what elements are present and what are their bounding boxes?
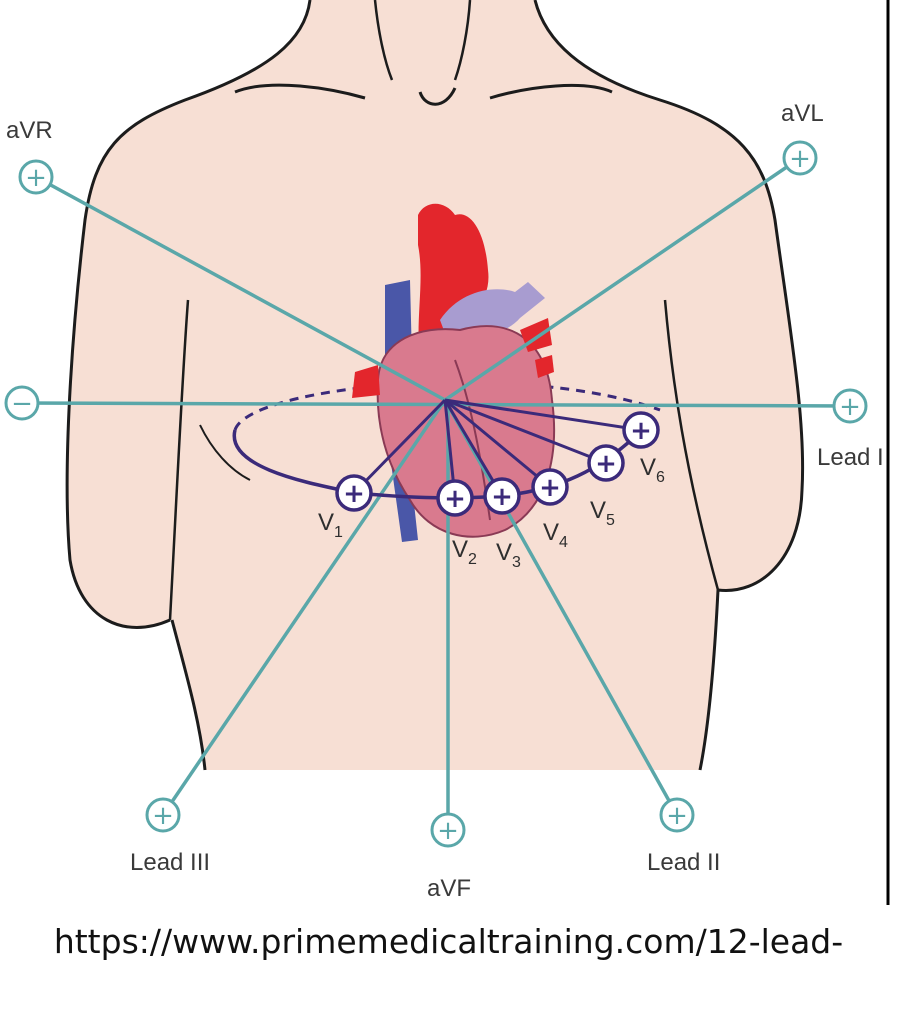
- v3-label-letter: V: [496, 539, 512, 566]
- v1-label-letter: V: [318, 509, 334, 536]
- lead-iii-electrode: +: [145, 797, 181, 833]
- lead-ii-label: Lead II: [647, 849, 720, 876]
- lead-ii-axis: [443, 399, 679, 816]
- v4-label: V4: [543, 519, 568, 551]
- lead-i-axis: [21, 401, 851, 408]
- lead-ii-electrode-sign: +: [666, 801, 688, 831]
- v4-electrode-sign: +: [539, 473, 561, 503]
- v5-electrode-sign: +: [595, 449, 617, 479]
- avf-label: aVF: [427, 875, 471, 902]
- lead-iii-axis: [161, 399, 447, 816]
- lead-i-negative-sign: −: [11, 389, 33, 419]
- lead-i-label: Lead I: [817, 444, 884, 471]
- neck-right: [453, 0, 472, 81]
- v4-electrode: +: [531, 468, 569, 506]
- v1-label: V1: [318, 509, 343, 541]
- precordial-electrodes: + + + + + +: [335, 411, 660, 517]
- avl-label: aVL: [781, 100, 824, 127]
- avl-electrode: +: [782, 140, 818, 176]
- v1-electrode-sign: +: [343, 479, 365, 509]
- v3-electrode: +: [483, 477, 521, 515]
- avf-electrode: +: [430, 812, 466, 848]
- v6-electrode: +: [622, 411, 660, 449]
- right-clavicle: [489, 84, 613, 100]
- v2-label-sub: 2: [468, 551, 477, 568]
- v3-electrode-sign: +: [491, 482, 513, 512]
- v4-label-sub: 4: [559, 534, 568, 551]
- left-pec-crease: [199, 424, 251, 481]
- v1-label-sub: 1: [334, 524, 343, 541]
- lead-i-electrode: +: [832, 388, 868, 424]
- v5-electrode: +: [587, 444, 625, 482]
- v2-label: V2: [452, 536, 477, 568]
- v2-electrode: +: [436, 479, 474, 517]
- v3-label-sub: 3: [512, 554, 521, 571]
- torso-outline: [65, 0, 805, 771]
- precordial-spokes: [352, 398, 642, 499]
- v5-label: V5: [590, 497, 615, 529]
- v5-label-letter: V: [590, 497, 606, 524]
- avr-axis: [35, 175, 446, 402]
- v5-spoke: [444, 398, 607, 465]
- aorta: [418, 203, 489, 360]
- source-url-caption: https://www.primemedicaltraining.com/12-…: [53, 922, 844, 961]
- lead-iii-label: Lead III: [130, 849, 210, 876]
- v6-electrode-sign: +: [630, 416, 652, 446]
- pulmonary-vein-left: [352, 365, 380, 398]
- v2-electrode-sign: +: [444, 484, 466, 514]
- v6-label-letter: V: [640, 454, 656, 481]
- avl-axis: [444, 156, 801, 402]
- neck-left: [373, 0, 394, 81]
- v4-label-letter: V: [543, 519, 559, 546]
- v1-electrode: +: [335, 474, 373, 512]
- left-arm-crease: [168, 299, 190, 621]
- v6-label-sub: 6: [656, 469, 665, 486]
- lead-ii-electrode: +: [659, 797, 695, 833]
- v6-label: V6: [640, 454, 665, 486]
- ecg-lead-diagram: + + − + + + + +: [4, 0, 890, 905]
- sternal-notch: [418, 87, 457, 106]
- v5-label-sub: 5: [606, 512, 615, 529]
- v2-label-letter: V: [452, 536, 468, 563]
- lead-i-electrode-sign: +: [839, 392, 861, 422]
- v6-spoke: [444, 398, 642, 432]
- avl-electrode-sign: +: [789, 144, 811, 174]
- avr-label: aVR: [6, 117, 53, 144]
- v4-spoke: [444, 398, 551, 489]
- v3-label: V3: [496, 539, 521, 571]
- limb-electrodes: + + − + + + +: [4, 140, 868, 848]
- avf-electrode-sign: +: [437, 816, 459, 846]
- v1-spoke: [352, 398, 447, 495]
- left-clavicle: [234, 83, 366, 100]
- lead-iii-electrode-sign: +: [152, 801, 174, 831]
- right-arm-crease: [663, 299, 720, 591]
- lead-i-negative-electrode: −: [4, 385, 40, 421]
- avr-electrode: +: [18, 159, 54, 195]
- limb-lead-axes: [21, 156, 851, 830]
- avr-electrode-sign: +: [25, 163, 47, 193]
- precordial-plane-front: [232, 429, 642, 500]
- pulmonary-vein-right-2: [535, 355, 554, 378]
